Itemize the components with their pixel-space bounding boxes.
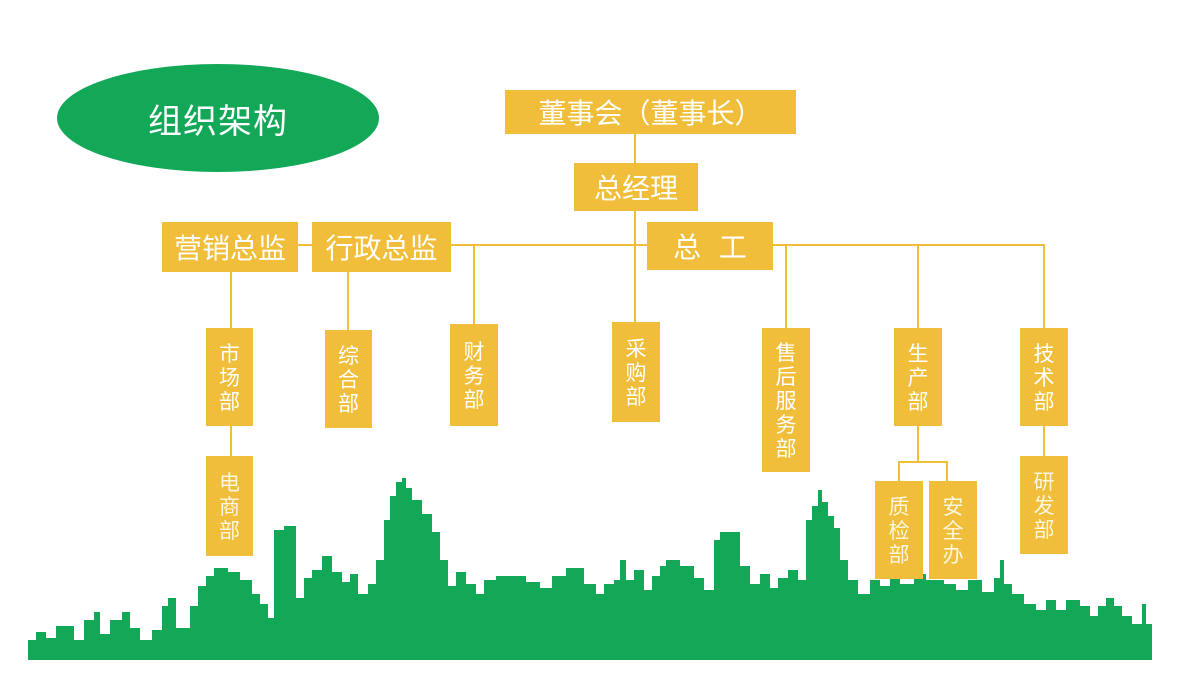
node-label: 研发部	[1033, 470, 1055, 542]
node-general-manager: 总经理	[574, 163, 698, 211]
connector	[946, 461, 948, 481]
connector	[634, 130, 636, 165]
node-tech-dept: 技术部	[1020, 328, 1068, 426]
node-label: 技术部	[1033, 342, 1055, 414]
connector	[347, 272, 349, 330]
node-chief-engineer: 总 工	[647, 222, 773, 270]
connector	[917, 244, 919, 328]
node-general-dept: 综合部	[325, 330, 372, 428]
node-ecommerce-dept: 电商部	[206, 456, 253, 556]
connector	[917, 426, 919, 462]
node-label: 综合部	[338, 344, 359, 416]
connector	[1043, 426, 1045, 456]
node-qc-dept: 质检部	[875, 481, 923, 579]
node-chairman: 董事会（董事长）	[505, 90, 796, 134]
node-label: 市场部	[219, 342, 240, 414]
node-production-dept: 生产部	[894, 328, 942, 426]
connector	[898, 461, 948, 463]
connector	[785, 244, 787, 328]
connector	[898, 461, 900, 481]
node-label: 生产部	[907, 342, 929, 414]
connector	[1043, 244, 1045, 328]
node-label: 售后服务部	[775, 341, 797, 461]
node-label: 电商部	[219, 471, 240, 543]
node-label: 质检部	[888, 495, 910, 567]
node-after-sales-dept: 售后服务部	[762, 328, 810, 472]
node-rd-dept: 研发部	[1020, 456, 1068, 554]
connector	[230, 272, 232, 328]
title-badge: 组织架构	[57, 64, 379, 172]
node-safety-office: 安全办	[929, 481, 977, 579]
node-admin-director: 行政总监	[312, 222, 451, 272]
node-finance-dept: 财务部	[450, 324, 498, 426]
page-title: 组织架构	[148, 101, 288, 142]
node-marketing-director: 营销总监	[162, 222, 298, 272]
node-purchasing-dept: 采购部	[612, 322, 660, 422]
connector	[230, 426, 232, 456]
connector	[634, 210, 636, 422]
node-chief-engineer-label: 总 工	[673, 231, 747, 264]
node-market-dept: 市场部	[206, 328, 253, 426]
node-label: 财务部	[463, 340, 485, 412]
connector	[473, 244, 475, 324]
node-label: 采购部	[625, 337, 647, 409]
node-label: 安全办	[942, 495, 964, 567]
